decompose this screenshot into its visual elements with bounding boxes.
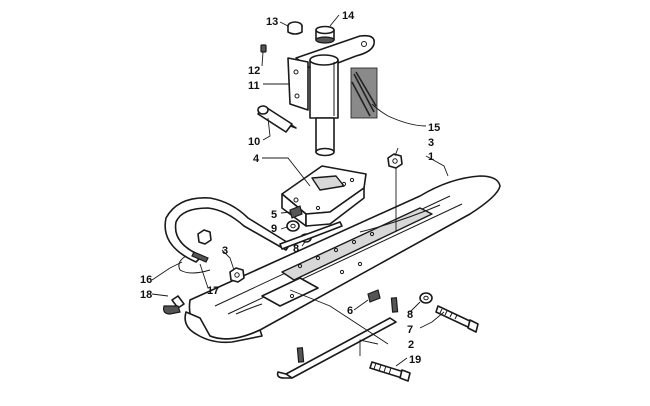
callout-18: 18 (140, 289, 152, 301)
callout-4: 4 (253, 153, 260, 165)
callout-14: 14 (342, 10, 355, 22)
lock-nut-loop (197, 229, 212, 245)
wear-bar (276, 297, 399, 379)
callout-15: 15 (428, 122, 440, 134)
spindle-bolt (279, 221, 343, 250)
callout-11: 11 (248, 80, 260, 92)
ski-body (184, 175, 501, 344)
callout-6: 6 (347, 305, 353, 317)
callout-3-left: 3 (222, 245, 228, 257)
bolt-6 (367, 289, 381, 303)
callout-10: 10 (248, 136, 260, 148)
bolt-18 (163, 295, 185, 315)
callout-13: 13 (266, 16, 278, 28)
callout-3-top: 3 (428, 137, 434, 149)
bolt-7 (435, 305, 479, 333)
bushing-9 (286, 220, 300, 232)
callout-labels: 13 14 12 11 10 4 15 3 1 5 9 8 3 16 17 18… (140, 10, 440, 366)
callout-1: 1 (428, 151, 434, 163)
callout-8-right: 8 (407, 309, 413, 321)
ski-loop-handle (164, 197, 291, 274)
callout-2: 2 (408, 339, 414, 351)
decal (350, 67, 378, 119)
leader-lines (151, 14, 449, 367)
bolt-5 (289, 205, 303, 219)
stud-17 (191, 251, 209, 263)
callout-12: 12 (248, 65, 260, 77)
ski-saddle (281, 165, 367, 227)
callout-17: 17 (207, 285, 219, 297)
callout-19: 19 (409, 354, 421, 366)
callout-8-center: 8 (293, 243, 299, 255)
bolt-19 (369, 361, 411, 382)
lock-nut-top (387, 153, 403, 169)
callout-9: 9 (271, 223, 277, 235)
callout-16: 16 (140, 274, 152, 286)
callout-5: 5 (271, 209, 277, 221)
callout-7: 7 (407, 324, 413, 336)
washer-8-right (419, 292, 433, 304)
spindle-assembly (260, 21, 376, 157)
bushing (257, 105, 297, 133)
lock-nut-left (229, 267, 245, 283)
